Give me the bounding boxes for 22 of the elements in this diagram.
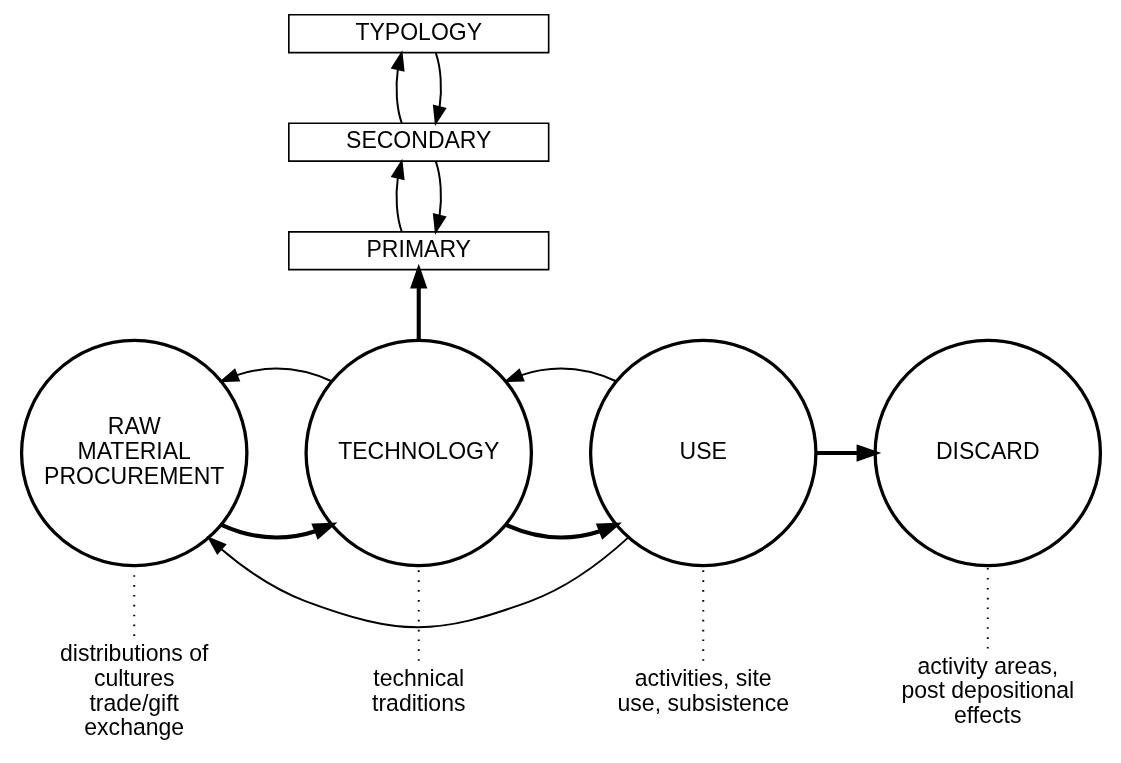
arrow bbox=[390, 50, 405, 125]
node-box: SECONDARY bbox=[287, 122, 549, 162]
node-text: activities, site use, subsistence bbox=[617, 665, 789, 716]
node-circle: DISCARD bbox=[872, 338, 1102, 568]
arrow bbox=[504, 522, 622, 540]
arrow bbox=[409, 263, 427, 341]
node-circle: TECHNOLOGY bbox=[303, 338, 533, 568]
node-circle: RAW MATERIAL PROCUREMENT bbox=[19, 338, 249, 568]
node-circle: USE bbox=[588, 338, 818, 568]
arrow bbox=[502, 367, 617, 383]
arrow bbox=[815, 444, 881, 462]
node-text: distributions of cultures trade/gift exchange bbox=[59, 640, 208, 741]
arrow bbox=[218, 367, 333, 383]
arrow bbox=[432, 160, 447, 235]
node-text: technical traditions bbox=[371, 665, 465, 716]
node-box: TYPOLOGY bbox=[287, 13, 549, 54]
node-box: PRIMARY bbox=[287, 231, 549, 271]
arrow bbox=[220, 522, 337, 540]
arrow bbox=[432, 52, 447, 127]
arrow bbox=[206, 536, 629, 629]
arrow bbox=[390, 158, 405, 233]
node-text: activity areas, post depositional effects bbox=[900, 652, 1074, 729]
